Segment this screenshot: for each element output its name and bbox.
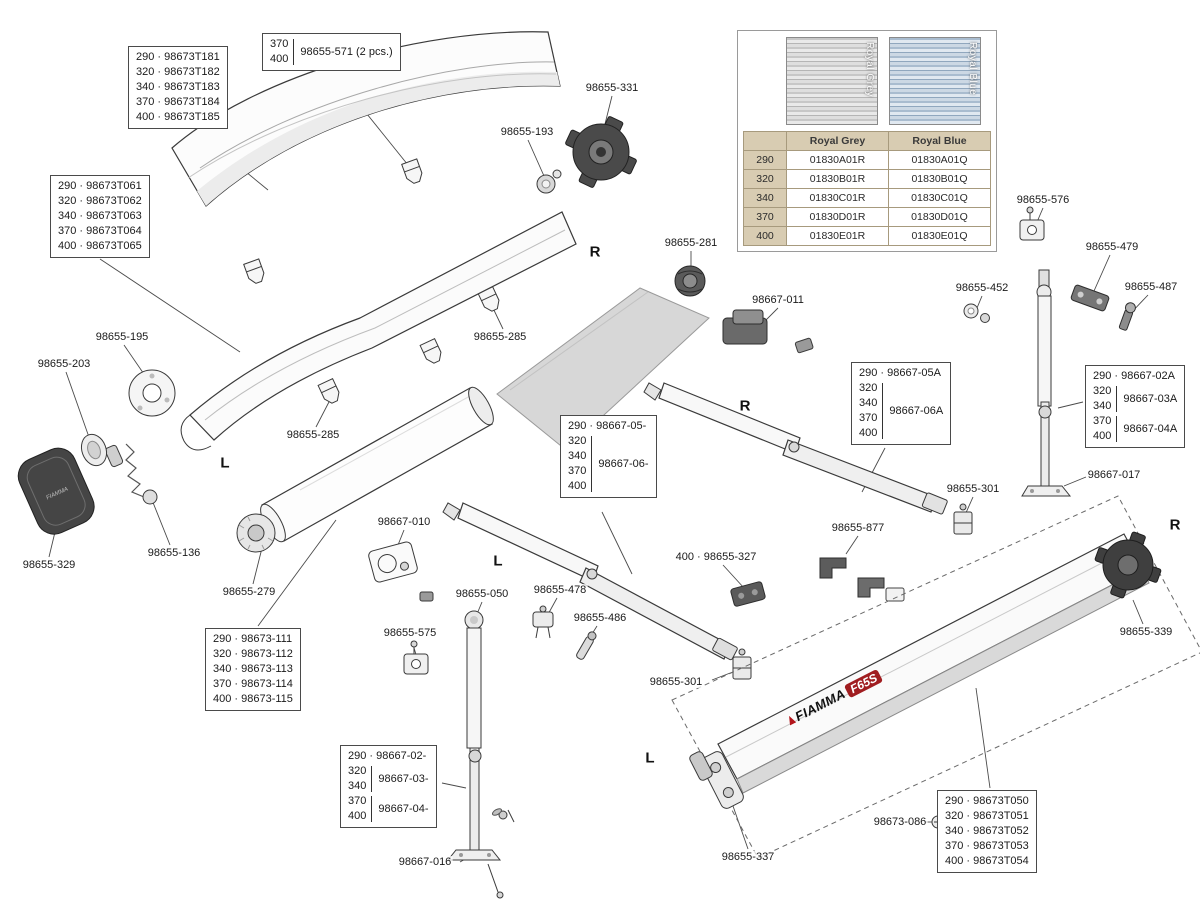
part-mounting-clip-571a: [401, 158, 423, 184]
fabric-code-cell: 01830D01Q: [888, 207, 991, 227]
part-end-cap-337-flange: [689, 751, 713, 781]
part-support-leg-right: [1021, 269, 1072, 497]
part-leg-bracket-479: [1070, 284, 1110, 312]
part-fabric-cap: [674, 265, 706, 297]
fabric-table-column-header: Royal Blue: [888, 131, 991, 151]
part-washers: [963, 303, 990, 323]
part-cap-small: [80, 433, 108, 467]
part-end-cap-337: [700, 751, 744, 809]
part-mounting-clip-285c: [317, 377, 340, 404]
part-plate-010-pad: [419, 591, 434, 602]
part-screw-086: [931, 815, 945, 829]
fabric-size-cell: 370: [743, 207, 787, 227]
part-bushing: [536, 169, 562, 194]
fabric-code-cell: 01830B01Q: [888, 169, 991, 189]
part-bracket-set-877: [819, 557, 905, 602]
part-wall-bracket-set: [722, 309, 814, 354]
part-pin-486: [576, 631, 597, 660]
fabric-code-cell: 01830D01R: [786, 207, 889, 227]
fabric-code-cell: 01830A01Q: [888, 150, 991, 170]
part-flange-disc: [128, 369, 176, 417]
part-mounting-clip-285b: [419, 337, 442, 364]
part-clamp-576: [1019, 206, 1045, 241]
part-rafter-arm-left: [442, 502, 738, 661]
fabric-swatch-royal-blue: Royal Blue: [889, 37, 981, 125]
part-fabric-sheet: [496, 287, 710, 451]
swatch-label-royal-grey: Royal Grey: [864, 42, 875, 98]
part-bracket-301-right: [953, 503, 973, 535]
part-roller-tube: [260, 386, 494, 543]
part-clamp-575: [403, 640, 429, 675]
part-bracket-327: [730, 581, 766, 607]
part-fork-478: [532, 605, 554, 639]
part-end-cap-339: [1094, 531, 1162, 599]
part-knob-pin-487: [1118, 302, 1136, 331]
part-end-cap-left: FIAMMA: [17, 447, 95, 535]
fabric-code-cell: 01830E01R: [786, 226, 889, 246]
part-lead-bar: [717, 533, 1150, 794]
part-rafter-arm-right: [643, 382, 948, 515]
part-end-bracket: [565, 116, 637, 188]
fabric-size-cell: 290: [743, 150, 787, 170]
fabric-size-cell: 400: [743, 226, 787, 246]
part-roller-spring: [104, 443, 158, 505]
part-bracket-301-left: [732, 648, 752, 680]
swatch-label-royal-blue: Royal Blue: [967, 42, 978, 96]
part-top-cover: [171, 31, 561, 207]
part-support-leg-left: [446, 610, 515, 899]
fabric-code-cell: 01830A01R: [786, 150, 889, 170]
part-case-profile: [180, 211, 577, 451]
fabric-swatches: Royal Grey Royal Blue: [786, 37, 991, 125]
fabric-size-cell: 340: [743, 188, 787, 208]
part-leg-foot-right: [1021, 485, 1072, 497]
fabric-table-column-header: Royal Grey: [786, 131, 889, 151]
part-mounting-clip-571b: [243, 258, 265, 284]
fabric-code-cell: 01830C01Q: [888, 188, 991, 208]
fabric-table-corner-cell: [743, 131, 787, 151]
part-tube-knob: [236, 513, 276, 553]
fabric-code-cell: 01830E01Q: [888, 226, 991, 246]
fabric-code-cell: 01830B01R: [786, 169, 889, 189]
part-leg-foot-left: [446, 849, 502, 861]
fabric-swatch-royal-grey: Royal Grey: [786, 37, 878, 125]
fabric-size-cell: 320: [743, 169, 787, 189]
part-plate-010: [368, 541, 418, 583]
fabric-code-cell: 01830C01R: [786, 188, 889, 208]
